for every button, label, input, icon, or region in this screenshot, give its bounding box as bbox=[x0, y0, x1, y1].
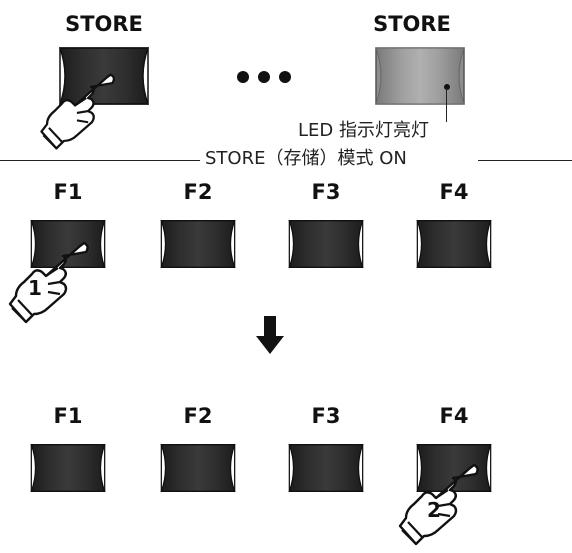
store-label-left: STORE bbox=[65, 12, 143, 36]
f2-button-row1[interactable] bbox=[158, 214, 238, 274]
f4-label-row1: F4 bbox=[439, 180, 469, 204]
store-button-right-led-on[interactable] bbox=[372, 46, 468, 106]
f2-label-row1: F2 bbox=[183, 180, 213, 204]
f1-label-row2: F1 bbox=[53, 404, 83, 428]
f3-label-row2: F3 bbox=[311, 404, 341, 428]
ellipsis-dot-1 bbox=[237, 71, 249, 83]
pointing-hand-icon-step1 bbox=[2, 238, 92, 328]
mode-annotation: STORE（存储）模式 ON bbox=[205, 148, 407, 169]
divider-right bbox=[478, 160, 572, 161]
divider-left bbox=[0, 160, 200, 161]
pointing-hand-icon bbox=[34, 70, 118, 154]
store-label-right: STORE bbox=[373, 12, 451, 36]
arrow-down-icon bbox=[256, 316, 284, 354]
f1-button-row2[interactable] bbox=[28, 438, 108, 498]
f4-button-row1[interactable] bbox=[414, 214, 494, 274]
f3-button-row2[interactable] bbox=[286, 438, 366, 498]
f2-label-row2: F2 bbox=[183, 404, 213, 428]
led-annotation: LED 指示灯亮灯 bbox=[298, 120, 429, 141]
f2-button-row2[interactable] bbox=[158, 438, 238, 498]
ellipsis-dot-2 bbox=[258, 71, 270, 83]
led-leader-line bbox=[446, 88, 447, 122]
f3-label-row1: F3 bbox=[311, 180, 341, 204]
led-indicator-icon bbox=[444, 84, 450, 90]
step-number-2: 2 bbox=[427, 498, 441, 522]
f4-label-row2: F4 bbox=[439, 404, 469, 428]
f1-label-row1: F1 bbox=[53, 180, 83, 204]
f3-button-row1[interactable] bbox=[286, 214, 366, 274]
step-number-1: 1 bbox=[28, 276, 42, 300]
ellipsis-dot-3 bbox=[279, 71, 291, 83]
